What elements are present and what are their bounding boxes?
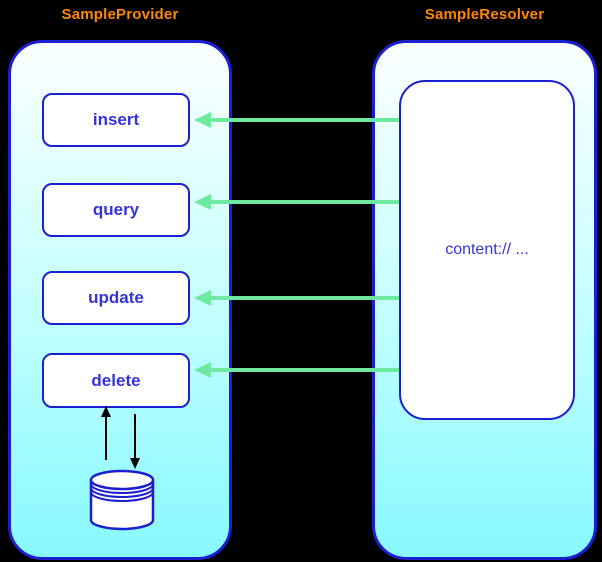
method-box-delete: delete xyxy=(42,353,190,408)
left-arrowhead-icon xyxy=(194,290,211,306)
content-uri-label: content:// ... xyxy=(445,241,529,258)
content-uri-box: content:// ... xyxy=(399,80,575,420)
green-arrow-insert-line xyxy=(208,118,399,122)
green-arrow-query-line xyxy=(208,200,399,204)
method-box-update: update xyxy=(42,271,190,325)
down-arrow-line xyxy=(134,414,136,458)
method-box-query: query xyxy=(42,183,190,237)
left-arrowhead-icon xyxy=(194,194,211,210)
green-arrow-update-line xyxy=(208,296,399,300)
database-cylinder-icon xyxy=(89,469,155,531)
provider-title: SampleProvider xyxy=(61,6,179,23)
left-arrowhead-icon xyxy=(194,362,211,378)
up-arrow-line xyxy=(105,416,107,460)
method-label-update: update xyxy=(88,288,144,307)
down-arrow-icon xyxy=(130,458,140,469)
method-label-delete: delete xyxy=(91,370,141,390)
method-box-insert: insert xyxy=(42,93,190,147)
method-label-query: query xyxy=(92,200,140,219)
resolver-container: content:// ... xyxy=(372,40,597,560)
resolver-title: SampleResolver xyxy=(424,6,545,23)
up-arrow-icon xyxy=(101,406,111,417)
left-arrowhead-icon xyxy=(194,112,211,128)
green-arrow-delete-line xyxy=(208,368,399,372)
method-label-insert: insert xyxy=(92,110,140,129)
